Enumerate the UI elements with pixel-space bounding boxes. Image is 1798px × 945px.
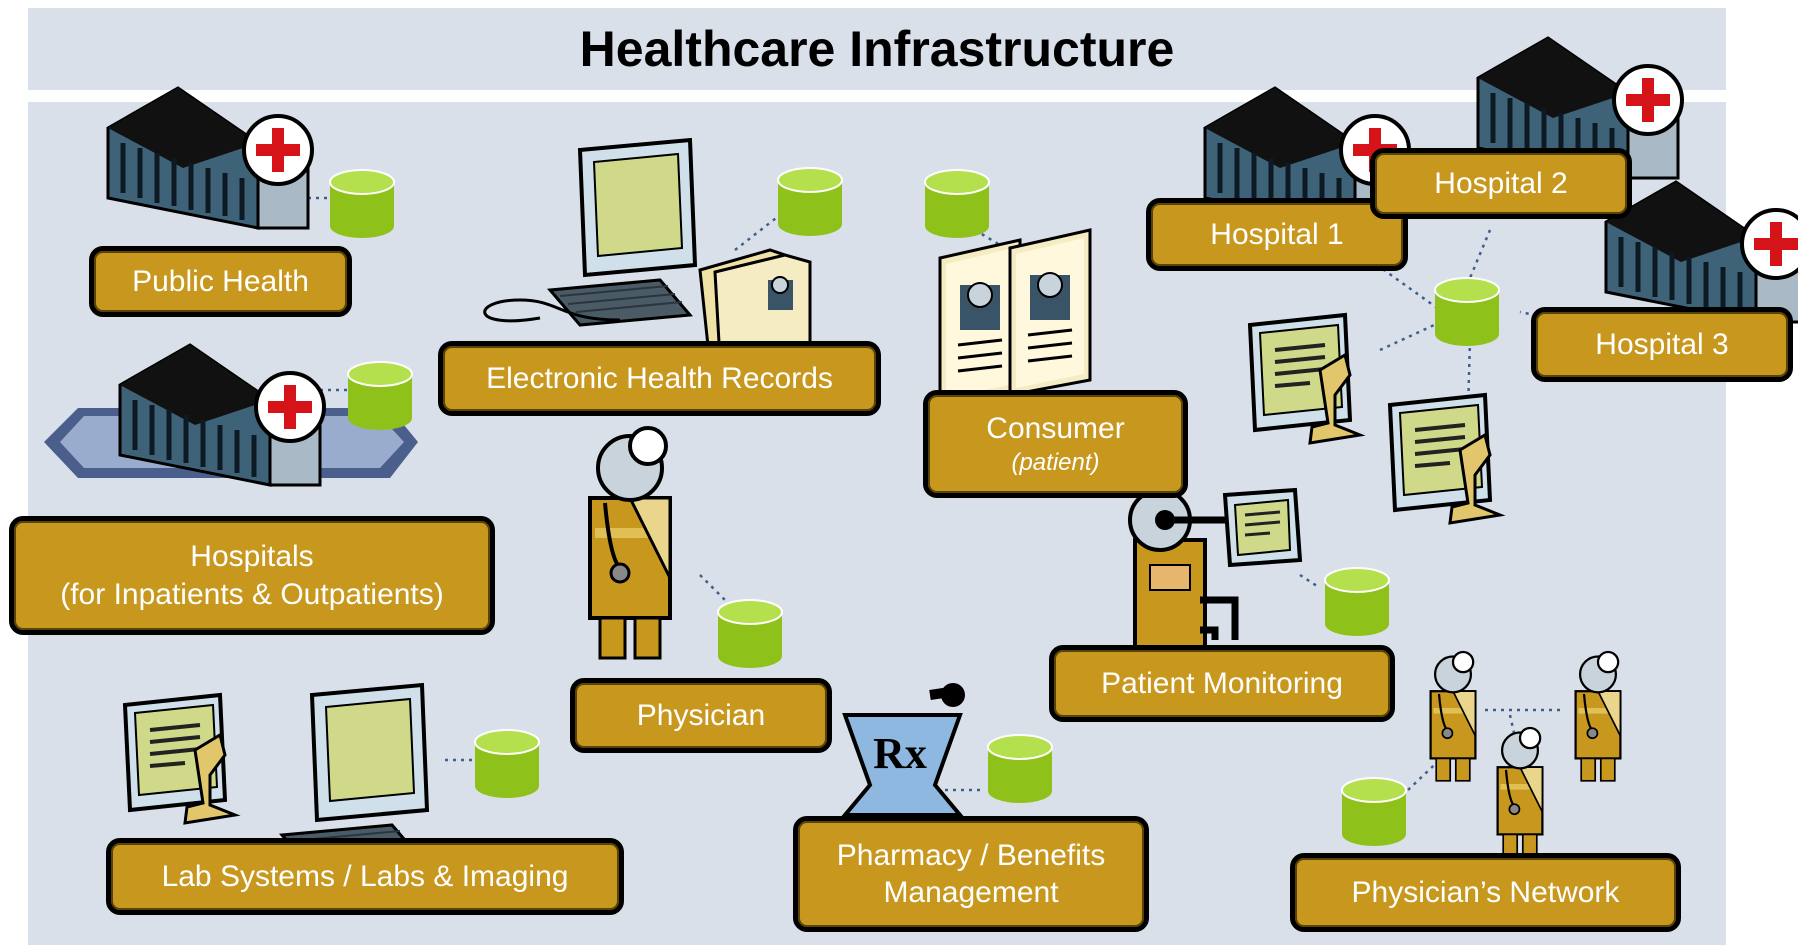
network-database-icon bbox=[1341, 777, 1407, 847]
physician-icon bbox=[588, 426, 672, 660]
physicians-network-text: Physician’s Network bbox=[1351, 875, 1620, 909]
hospital-network-database-icon bbox=[1434, 277, 1500, 347]
hospitals-text-line1: Hospitals bbox=[190, 540, 314, 573]
consumer-database-icon bbox=[924, 169, 990, 239]
public-health-building-icon bbox=[108, 88, 312, 228]
pharmacy-database-icon bbox=[987, 734, 1053, 804]
hospital3-label[interactable]: Hospital 3 bbox=[1531, 307, 1793, 382]
public-health-text: Public Health bbox=[132, 264, 309, 298]
ehr-folders-icon bbox=[698, 248, 812, 367]
patient-monitoring-database-icon bbox=[1324, 567, 1390, 637]
network-physician-b-icon bbox=[1574, 650, 1622, 782]
consumer-text: Consumer bbox=[986, 412, 1125, 446]
lab-systems-text: Lab Systems / Labs & Imaging bbox=[161, 859, 569, 893]
patient-monitor-icon bbox=[1128, 487, 1303, 652]
hospital2-label[interactable]: Hospital 2 bbox=[1370, 148, 1632, 219]
hospital3-text: Hospital 3 bbox=[1595, 327, 1729, 361]
hospital3-building-icon bbox=[1606, 182, 1798, 322]
consumer-record-front-icon bbox=[1008, 228, 1092, 397]
ehr-label[interactable]: Electronic Health Records bbox=[438, 341, 881, 416]
network-physician-a-icon bbox=[1429, 650, 1477, 782]
hospital1-label[interactable]: Hospital 1 bbox=[1146, 198, 1408, 271]
hospital1-text: Hospital 1 bbox=[1210, 217, 1344, 251]
lab-monitor-b-icon bbox=[1388, 393, 1502, 525]
title-bar: Healthcare Infrastructure bbox=[28, 8, 1726, 90]
consumer-record-back-icon bbox=[938, 238, 1022, 407]
public-health-database-icon bbox=[329, 169, 395, 239]
network-physician-c-icon bbox=[1496, 726, 1544, 858]
lab-database-icon bbox=[474, 729, 540, 799]
lab-systems-label[interactable]: Lab Systems / Labs & Imaging bbox=[106, 838, 624, 915]
consumer-subtext: (patient) bbox=[1011, 448, 1100, 476]
hospitals-database-icon bbox=[347, 361, 413, 431]
patient-monitoring-text: Patient Monitoring bbox=[1101, 666, 1343, 700]
physicians-network-label[interactable]: Physician’s Network bbox=[1290, 853, 1681, 932]
pharmacy-text-line2: Management bbox=[883, 876, 1059, 909]
physician-database-icon bbox=[717, 599, 783, 669]
hospitals-text-line2: (for Inpatients & Outpatients) bbox=[60, 577, 444, 611]
ehr-computer-icon bbox=[548, 138, 697, 327]
patient-monitoring-label[interactable]: Patient Monitoring bbox=[1049, 645, 1395, 722]
consumer-label[interactable]: Consumer(patient) bbox=[923, 390, 1188, 498]
ehr-text: Electronic Health Records bbox=[486, 361, 833, 395]
diagram-title: Healthcare Infrastructure bbox=[579, 21, 1175, 77]
physician-text: Physician bbox=[636, 698, 766, 732]
lab-monitor-a-icon bbox=[1248, 313, 1362, 445]
lab-monitor-icon bbox=[123, 693, 237, 825]
hospital2-text: Hospital 2 bbox=[1434, 166, 1568, 200]
physician-label[interactable]: Physician bbox=[570, 678, 832, 753]
public-health-label[interactable]: Public Health bbox=[89, 246, 352, 317]
rx-mortar-pestle-icon: Rx bbox=[840, 683, 965, 817]
ehr-database-icon bbox=[777, 167, 843, 237]
rx-symbol: Rx bbox=[873, 729, 927, 778]
pharmacy-text-line1: Pharmacy / Benefits bbox=[836, 838, 1106, 872]
hospitals-label[interactable]: Hospitals (for Inpatients & Outpatients) bbox=[9, 516, 495, 635]
